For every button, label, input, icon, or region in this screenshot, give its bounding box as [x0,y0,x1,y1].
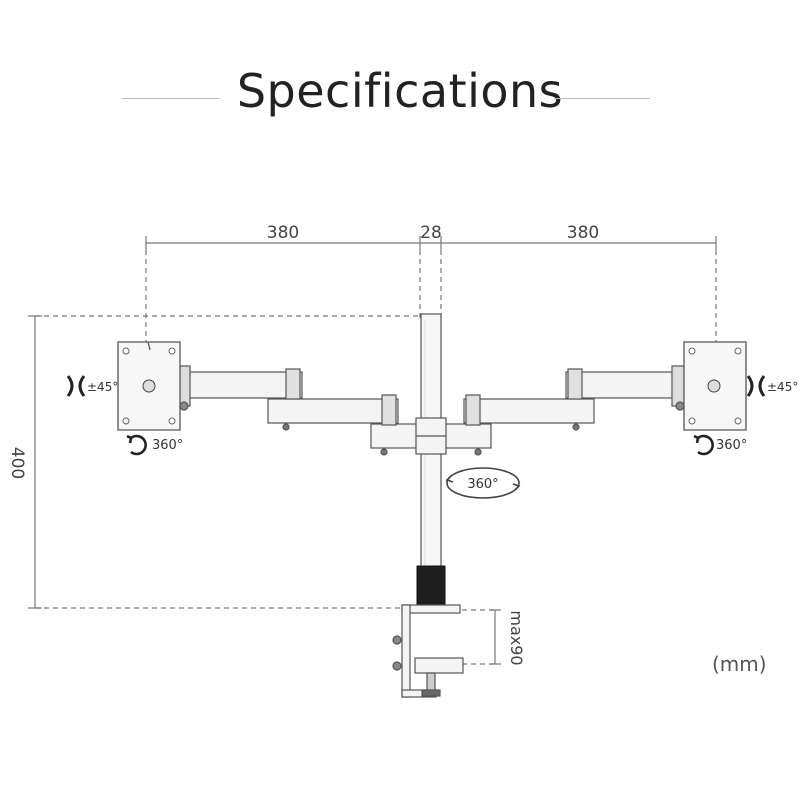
right-vesa-plate [683,341,747,431]
pole-base-sleeve [416,565,446,607]
tilt-right-label: ±45° [767,380,798,394]
swivel-label: 360° [467,477,498,492]
tilt-icon [66,375,86,397]
rotate-right-label: 360° [716,438,747,453]
arm-right-dimension: 380 [567,223,599,243]
rotate-icon [693,434,714,456]
left-arm [175,365,399,431]
dashed-guides [35,250,717,665]
page-title: Specifications [236,64,564,118]
unit-label: (mm) [712,652,767,676]
pole-dimension: 28 [420,223,442,243]
title-rule-left [122,98,220,99]
pole [416,313,446,607]
arm-left-dimension: 380 [267,223,299,243]
swivel-indicator [445,467,521,499]
center-hub [370,417,492,456]
right-arm [463,365,689,431]
tilt-icon [746,375,766,397]
title-rule-right [554,98,650,99]
rotate-icon [126,434,147,456]
height-dimension: 400 [7,447,27,479]
tilt-left-label: ±45° [87,380,118,394]
left-vesa-plate [117,341,181,431]
clamp-dimension: max90 [507,610,526,665]
desk-clamp [392,604,464,698]
rotate-left-label: 360° [152,438,183,453]
